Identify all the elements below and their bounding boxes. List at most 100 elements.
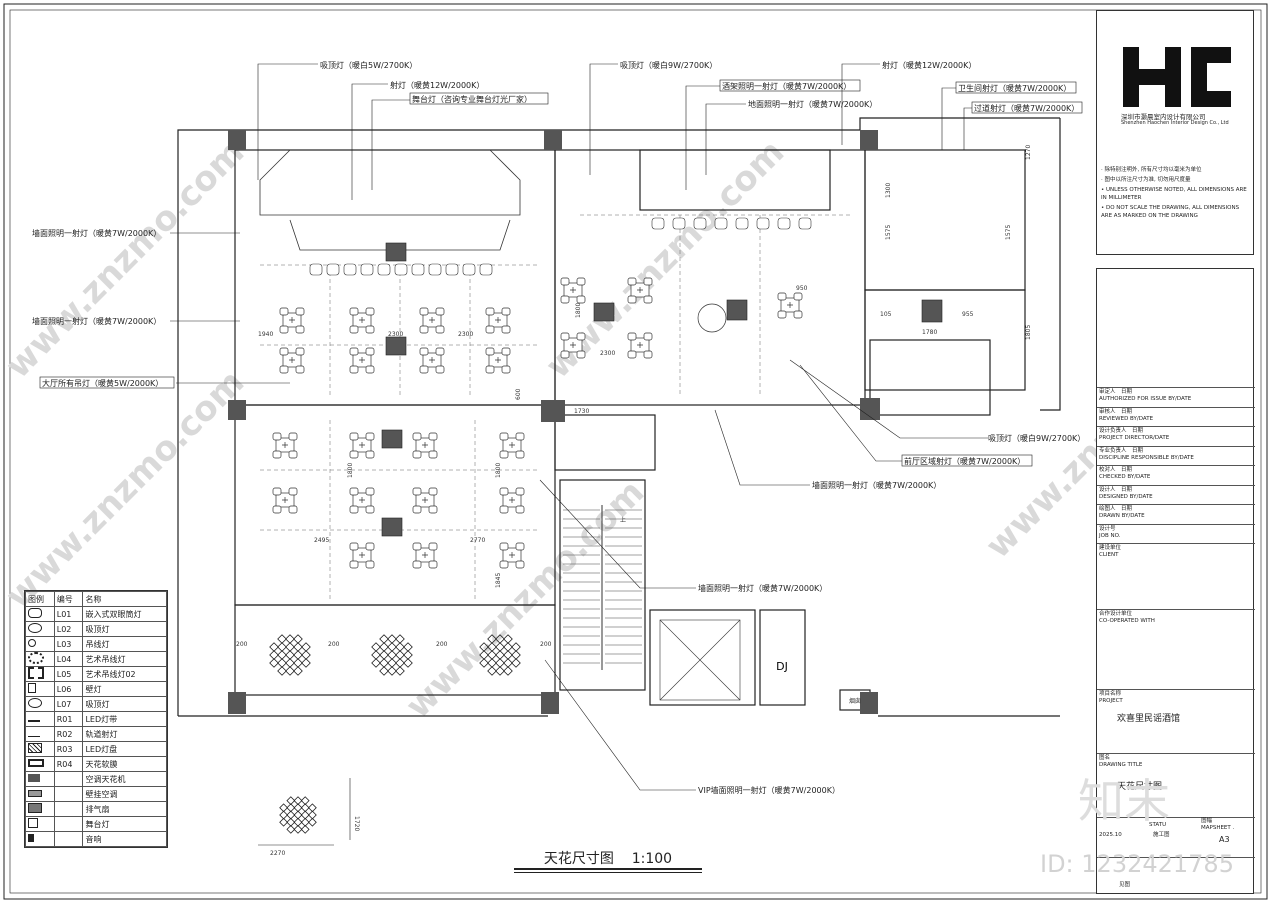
svg-text:1845: 1845 (495, 573, 502, 588)
sheet-border (3, 3, 1268, 900)
callout-wall-spot-2: 墙面照明一射灯（暖黄7W/2000K） (32, 316, 161, 326)
legend-name: 壁灯 (82, 681, 167, 697)
drawing-status: 施工图 (1153, 832, 1170, 838)
chair (428, 450, 438, 459)
ceiling-film-icon (28, 759, 44, 767)
legend-symbol (25, 636, 55, 652)
table-set (349, 487, 375, 514)
svg-text:200: 200 (328, 641, 340, 648)
legend-symbol (25, 651, 55, 667)
note-item: • DO NOT SCALE THE DRAWING, ALL DIMENSIO… (1101, 205, 1240, 219)
bar-stool (672, 217, 686, 230)
bar-stool (651, 217, 665, 230)
legend-row: 音响 (25, 831, 167, 847)
chair (349, 432, 359, 441)
room-label-dj: DJ (776, 660, 788, 673)
chair (365, 325, 375, 334)
svg-text:105: 105 (880, 311, 892, 318)
callout-floor-spot: 地面照明一射灯（暖黄7W/2000K） (748, 99, 877, 109)
chair (412, 450, 422, 459)
svg-text:200: 200 (540, 641, 552, 648)
sheet-info-row: 2025.10 STATU 施工图 图幅 MAPSHEET . A3 (1097, 817, 1255, 857)
project-row: 项目名称 PROJECT 欢喜里民谣酒馆 (1097, 689, 1255, 753)
legend-symbol (25, 801, 55, 817)
bar-stool (756, 217, 770, 230)
chair (419, 347, 429, 356)
art-pendant-02-icon (28, 667, 44, 679)
chair (349, 487, 359, 496)
table-set (485, 347, 511, 374)
company-name-en: Shenzhen Haochen Interior Design Co., Lt… (1121, 120, 1229, 126)
legend-name: 音响 (82, 831, 167, 847)
chair (515, 487, 525, 496)
chair (435, 365, 445, 374)
chair (576, 350, 586, 359)
drawing-title: 天花尺寸图 (1117, 782, 1163, 792)
callout-corridor-spot: 过道射灯（暖黄7W/2000K） (974, 103, 1079, 113)
chair (272, 432, 282, 441)
staircase (563, 505, 642, 670)
svg-text:1940: 1940 (258, 331, 273, 338)
chair (412, 542, 422, 551)
cooperated-cn: 合作设计单位 (1099, 611, 1133, 617)
cooperated-row: 合作设计单位 CO-OPERATED WITH (1097, 609, 1255, 689)
general-notes: · 除特别注明外, 所有尺寸均以毫米为单位 · 图中以所注尺寸为准, 切勿用尺度… (1101, 166, 1251, 222)
legend-row: 壁挂空调 (25, 786, 167, 802)
row-cn: 设计号 (1099, 525, 1116, 532)
table-set (499, 487, 525, 514)
legend-symbol (25, 771, 55, 787)
callout-labels: 吸顶灯（暖白5W/2700K） 射灯（暖黄12W/2000K） 舞台灯（咨询专业… (32, 60, 1085, 795)
legend-name: LED灯盘 (82, 741, 167, 757)
legend-header-symbol: 图例 (25, 591, 55, 607)
row-en: DRAWN BY/DATE (1099, 513, 1145, 519)
legend-code: L06 (53, 681, 84, 697)
watermark-text: www.znzmo.com (0, 132, 252, 386)
table-set (560, 277, 586, 304)
svg-text:1800: 1800 (347, 463, 354, 478)
table-set (279, 307, 305, 334)
callout-spotlight-12w-right: 射灯（暖黄12W/2000K） (882, 60, 976, 70)
chair (643, 332, 653, 341)
chair (428, 542, 438, 551)
title-block: 深圳市灏晨室内设计有限公司 Shenzhen Haochen Interior … (1096, 10, 1255, 894)
svg-text:1300: 1300 (885, 183, 892, 198)
building-outline (177, 117, 1061, 717)
legend-symbol (25, 741, 55, 757)
legend-code: L03 (53, 636, 84, 652)
callout-hall-pendant: 大厅所有吊灯（暖黄5W/2000K） (42, 378, 163, 388)
watermarks: www.znzmo.com www.znzmo.com www.znzmo.co… (0, 132, 1232, 726)
table-set (272, 487, 298, 514)
chair (428, 560, 438, 569)
row-cn: 校对人 日期 (1099, 467, 1133, 473)
table-set (627, 332, 653, 359)
legend-symbol (25, 756, 55, 772)
chair (499, 505, 509, 514)
chair (279, 307, 289, 316)
chair (272, 505, 282, 514)
legend-symbol (25, 681, 55, 697)
svg-text:1270: 1270 (1025, 145, 1032, 160)
legend-symbol (25, 816, 55, 832)
ceiling-light-2-icon (28, 698, 42, 708)
svg-text:2300: 2300 (600, 350, 615, 357)
stair-up-label: 上 (620, 516, 626, 524)
chair (295, 365, 305, 374)
chair (326, 263, 340, 276)
stage-light-icon (28, 818, 38, 828)
speaker-icon (28, 834, 34, 842)
chair (643, 277, 653, 286)
svg-text:1720: 1720 (353, 816, 360, 831)
svg-text:2300: 2300 (388, 331, 403, 338)
chair (279, 325, 289, 334)
legend-symbol (25, 726, 55, 742)
chair (360, 263, 374, 276)
chair (295, 325, 305, 334)
stage-area (259, 149, 521, 251)
